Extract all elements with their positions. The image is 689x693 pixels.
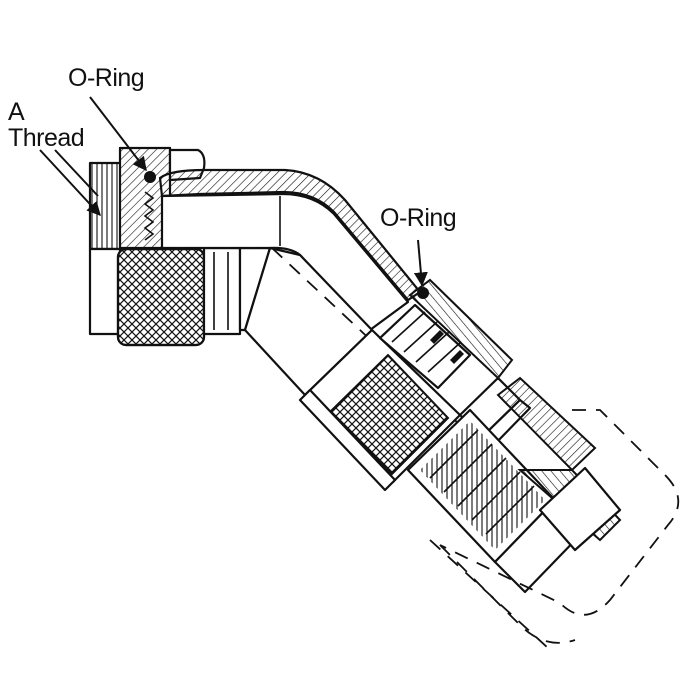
o-ring-right-leader <box>413 239 428 287</box>
o-ring-top-label: O-Ring <box>68 64 145 92</box>
thread-label: Thread <box>8 124 85 152</box>
clamp-nut <box>298 328 462 492</box>
envelope-dashed <box>429 409 680 649</box>
o-ring-marker-right <box>417 287 429 299</box>
o-ring-marker-top <box>144 171 156 183</box>
leader-lines <box>39 96 428 287</box>
cable-clamp <box>406 376 622 594</box>
o-ring-right-label: O-Ring <box>380 204 457 232</box>
a-thread-leader <box>39 149 101 217</box>
a-label: A <box>8 98 25 126</box>
coupling-nut <box>88 146 206 347</box>
inner-thread <box>143 191 155 241</box>
elbow-wall <box>158 168 422 302</box>
nut-lower-shell <box>88 247 122 336</box>
o-ring-top-leader <box>89 96 147 172</box>
a-thread-leader-2 <box>54 149 99 197</box>
